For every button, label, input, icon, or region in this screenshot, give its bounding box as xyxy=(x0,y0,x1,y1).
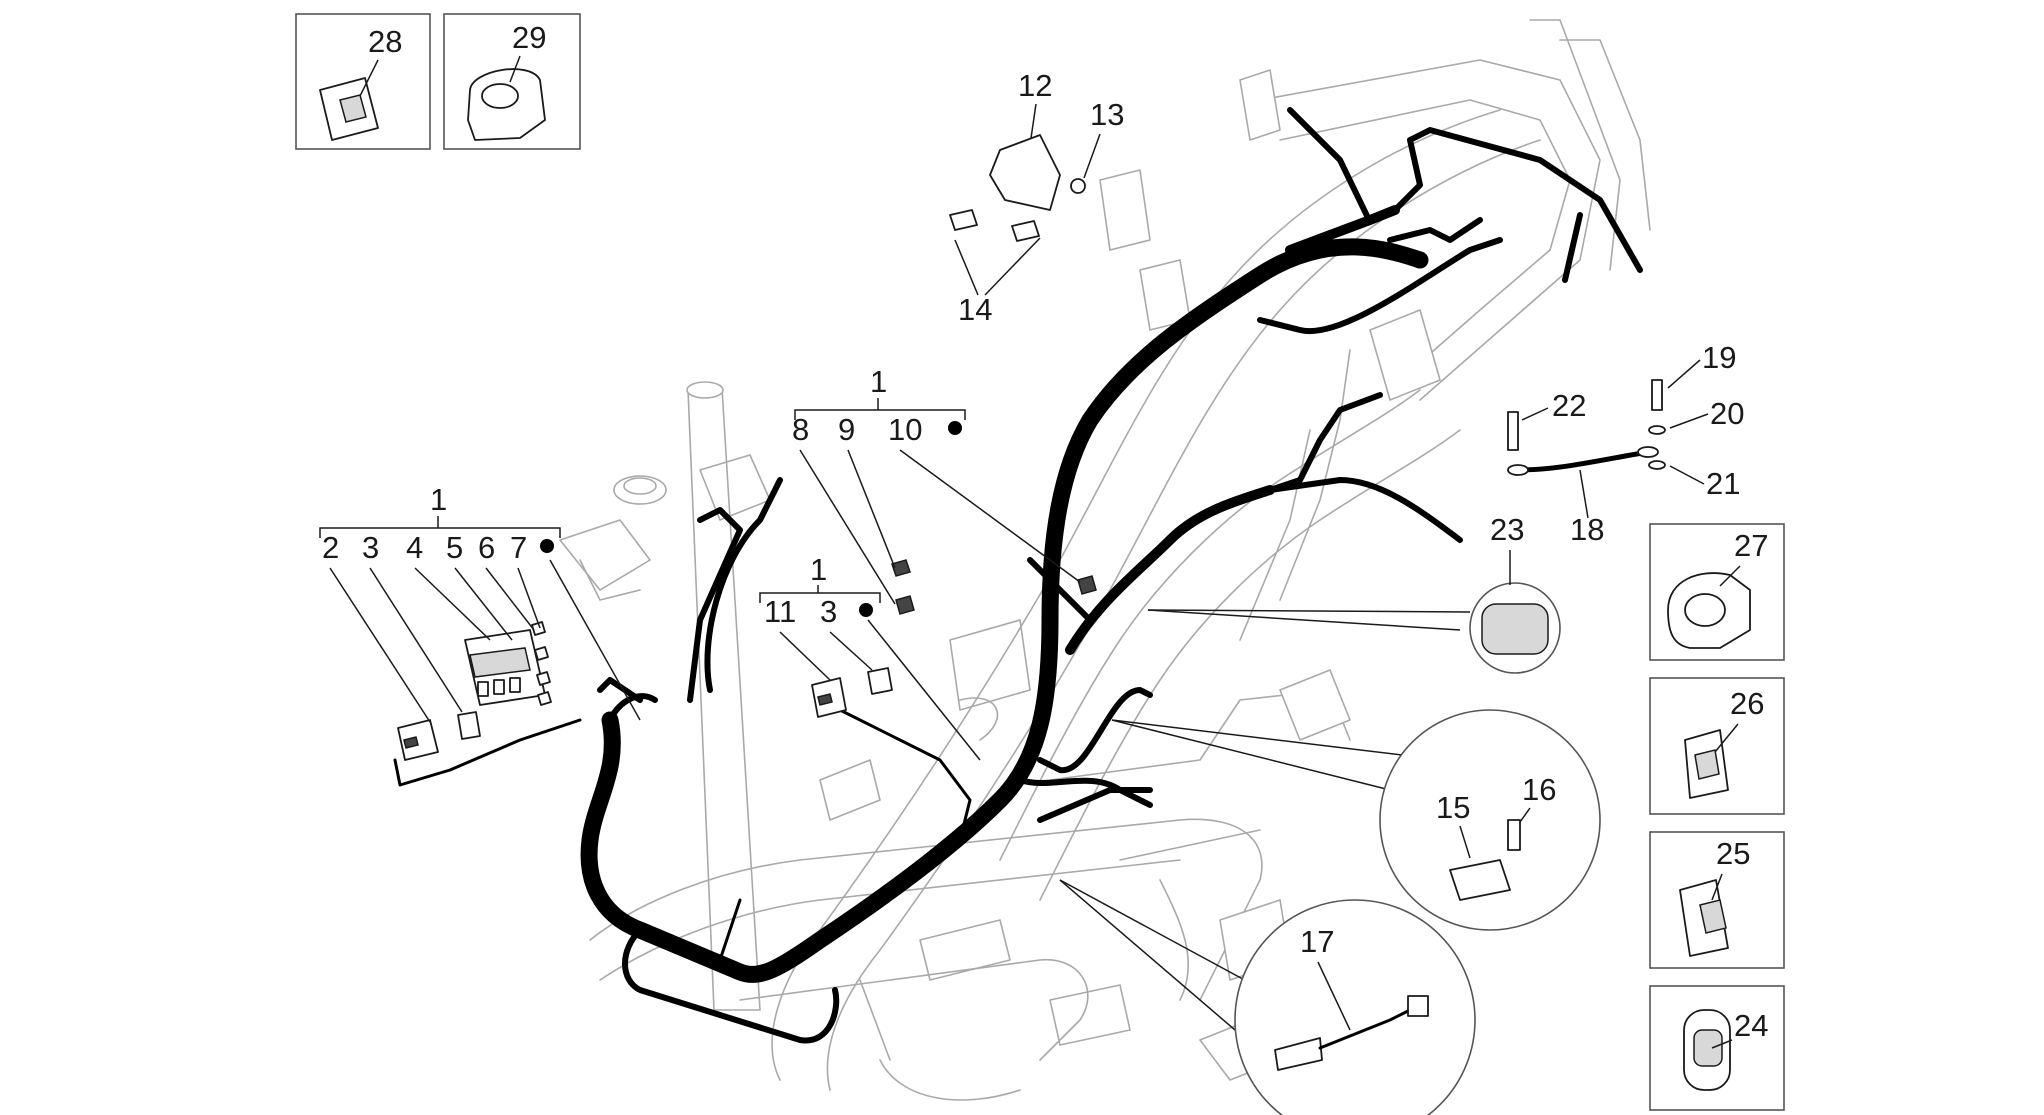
screw-13 xyxy=(1070,178,1086,194)
callout-group-1-top: 1 8 9 10 xyxy=(792,364,1081,605)
callout-2: 2 xyxy=(322,530,339,565)
callout-1-left: 1 xyxy=(430,482,447,517)
bolt-19 xyxy=(1651,379,1663,411)
callout-6: 6 xyxy=(478,530,495,565)
callout-15: 15 xyxy=(1436,790,1470,825)
clamp-12 xyxy=(989,134,1061,211)
detail-17-probe: 17 xyxy=(1059,879,1476,1115)
nut-21 xyxy=(1648,460,1666,470)
callout-10: 10 xyxy=(888,412,922,447)
callout-8: 8 xyxy=(792,412,809,447)
callout-1-center: 1 xyxy=(810,552,827,587)
callout-19: 19 xyxy=(1702,340,1736,375)
probe-17-plug xyxy=(1407,995,1429,1017)
callout-9: 9 xyxy=(838,412,855,447)
callout-26: 26 xyxy=(1730,686,1764,721)
callout-3-left: 3 xyxy=(362,530,379,565)
main-wiring-harness xyxy=(393,107,1643,1044)
callout-14: 14 xyxy=(958,292,992,327)
ground-cable-18 xyxy=(1515,449,1651,473)
callout-25: 25 xyxy=(1716,836,1750,871)
detail-15-16-sensor: 15 16 xyxy=(1111,709,1601,931)
fuse-box-assembly xyxy=(464,621,552,706)
callout-28: 28 xyxy=(368,24,402,59)
callout-1-top: 1 xyxy=(870,364,887,399)
box-27: 27 xyxy=(1649,523,1785,661)
callout-7: 7 xyxy=(510,530,527,565)
callout-16: 16 xyxy=(1522,772,1556,807)
callout-17: 17 xyxy=(1300,924,1334,959)
box-25: 25 xyxy=(1649,831,1785,969)
callout-5: 5 xyxy=(446,530,463,565)
callout-11: 11 xyxy=(764,594,796,629)
box-26: 26 xyxy=(1649,677,1785,815)
callout-27: 27 xyxy=(1734,528,1768,563)
box-24: 24 xyxy=(1649,985,1785,1111)
callout-12: 12 xyxy=(1018,68,1052,103)
ground-lead-group: 19 20 21 22 18 xyxy=(1507,340,1744,547)
callout-29: 29 xyxy=(512,20,546,55)
relay-connector-center xyxy=(811,667,893,718)
relay-connector-left xyxy=(397,711,481,761)
clip-14a xyxy=(949,209,978,231)
callout-3-center: 3 xyxy=(820,594,837,629)
connector-23 xyxy=(1481,603,1549,655)
small-connectors-8-9 xyxy=(891,559,915,615)
callout-4: 4 xyxy=(406,530,423,565)
bolt-22 xyxy=(1507,411,1519,451)
bolt-16 xyxy=(1507,819,1521,851)
callout-23: 23 xyxy=(1490,512,1524,547)
callout-22: 22 xyxy=(1552,388,1586,423)
callout-group-12-14: 12 13 14 xyxy=(949,68,1124,327)
callout-24: 24 xyxy=(1734,1008,1768,1043)
clip-14b xyxy=(1011,220,1040,242)
callout-group-1-left: 1 2 3 4 5 6 7 xyxy=(319,482,641,723)
box-29: 29 xyxy=(443,13,581,150)
box-28: 28 xyxy=(295,13,431,150)
washer-20 xyxy=(1648,425,1666,435)
detail-23-connector: 23 xyxy=(1147,512,1561,674)
callout-21: 21 xyxy=(1706,466,1740,501)
connector-10 xyxy=(1077,575,1097,595)
probe-17 xyxy=(1274,1037,1323,1071)
callout-13: 13 xyxy=(1090,97,1124,132)
callout-group-1-center: 1 11 3 xyxy=(759,552,981,761)
sensor-15 xyxy=(1449,859,1511,901)
callout-20: 20 xyxy=(1710,396,1744,431)
